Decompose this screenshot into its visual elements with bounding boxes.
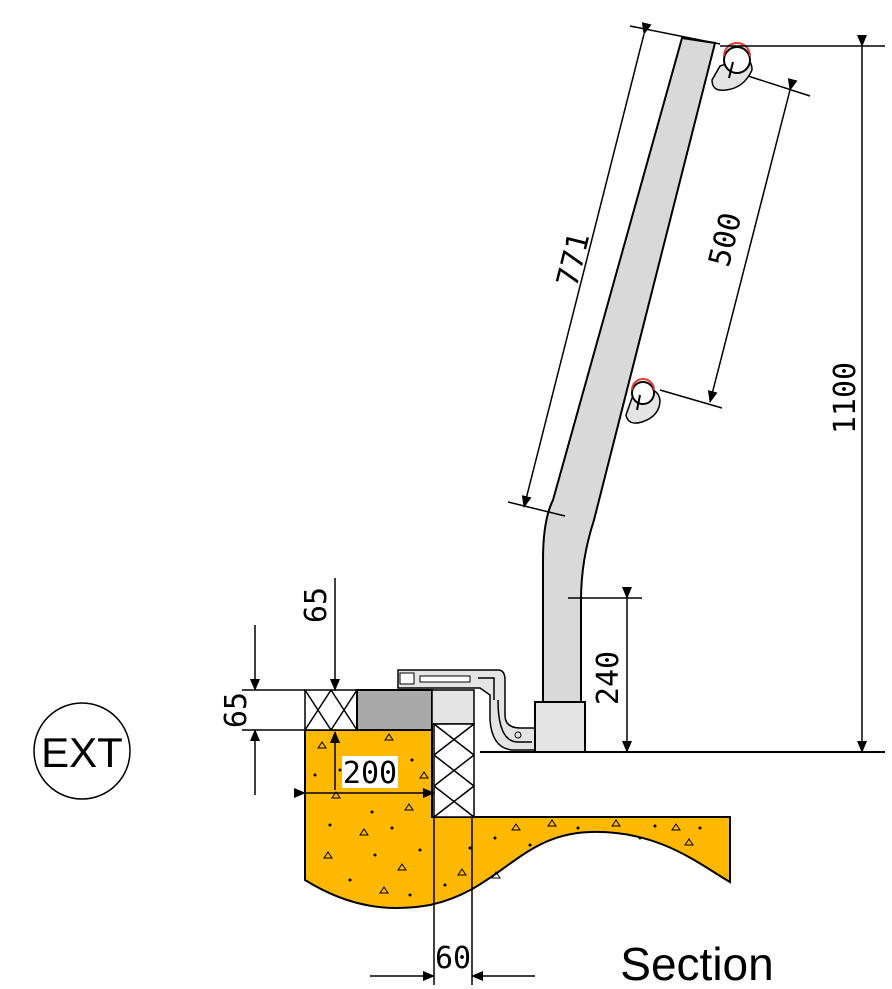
- dim-total-height: [720, 35, 885, 753]
- aggregate-pattern: [313, 733, 702, 897]
- dim-rail-length: [507, 22, 721, 517]
- railing-post: [542, 36, 717, 703]
- mid-handrail: [625, 378, 661, 424]
- drainage-profile: [397, 669, 536, 751]
- post-base-plate: [534, 701, 586, 753]
- dim-rail-spacing: [659, 75, 811, 409]
- dim-edge-offset-label: 60: [435, 941, 471, 976]
- dim-edge-offset: [370, 817, 535, 985]
- fixing-block: [431, 689, 475, 725]
- dim-slab-step-side-label: 65: [219, 692, 254, 728]
- dim-rail-length-label: 771: [550, 229, 597, 290]
- dim-base-height-label: 240: [591, 651, 626, 705]
- paving-slab: [356, 689, 433, 731]
- concrete-slab: [304, 729, 731, 909]
- dim-slab-step-top-label: 65: [299, 587, 334, 623]
- top-handrail: [711, 42, 753, 92]
- dim-insulation-width-label: 200: [343, 756, 397, 791]
- dim-base-height: [568, 587, 642, 753]
- dim-total-height-label: 1100: [828, 362, 863, 434]
- top-insulation-strip: [304, 689, 358, 731]
- vertical-insulation: [433, 723, 475, 818]
- exterior-marker: EXT: [33, 702, 131, 800]
- insulation-width-label-bg: [342, 756, 398, 788]
- dim-rail-spacing-label: 500: [702, 209, 749, 270]
- dim-slab-step-side: [242, 625, 305, 795]
- exterior-marker-label: EXT: [41, 729, 123, 776]
- view-title: Section: [620, 938, 773, 989]
